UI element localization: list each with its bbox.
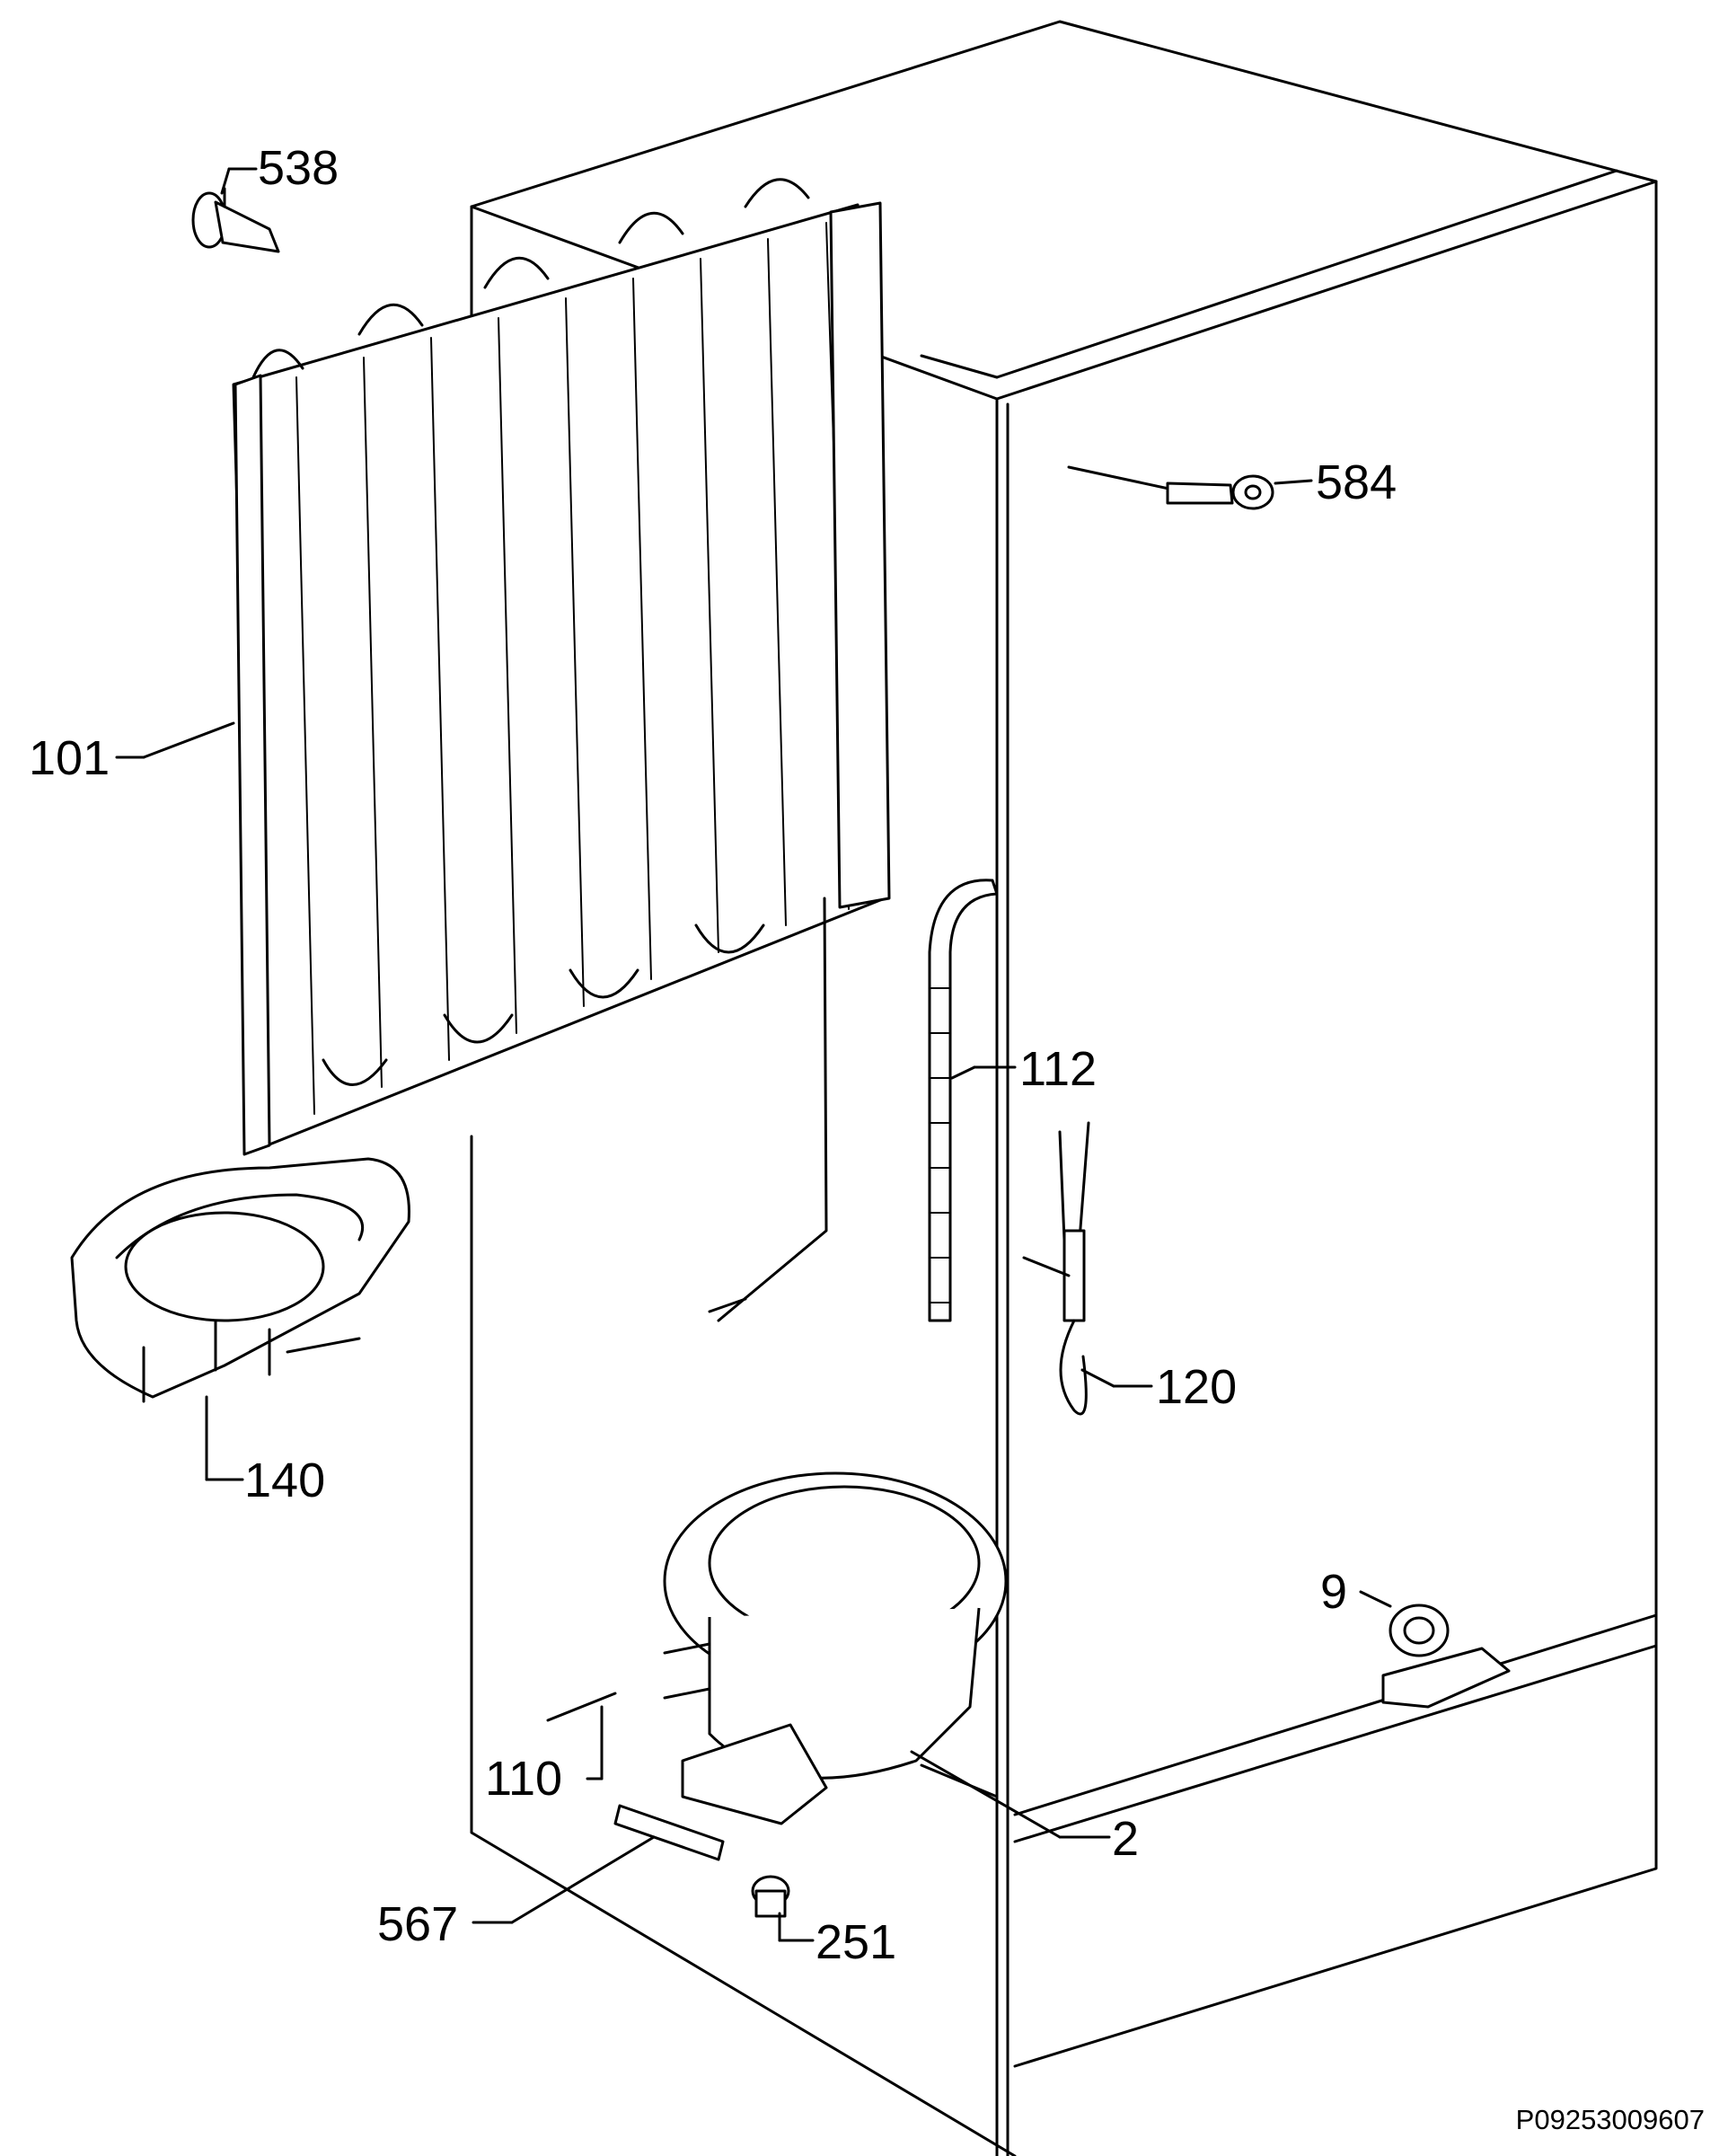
part-140-drip-tray xyxy=(70,1157,410,1403)
callout-101: 101 xyxy=(29,731,110,785)
hose-ribs xyxy=(929,987,951,1303)
part-112-drain-hose xyxy=(928,879,999,1322)
condenser-tube-loops-top xyxy=(251,178,810,379)
part-2-compressor xyxy=(663,1471,1008,1825)
callout-567: 567 xyxy=(377,1897,458,1951)
part-567-plate xyxy=(613,1804,725,1861)
part-584-sensor xyxy=(1067,465,1274,510)
callout-251: 251 xyxy=(816,1915,896,1969)
part-110-pipe-stub xyxy=(546,1692,617,1722)
callout-labels: 538 584 101 112 120 140 9 110 2 567 251 xyxy=(29,141,1397,1969)
callout-584: 584 xyxy=(1316,455,1397,509)
callout-110: 110 xyxy=(485,1752,562,1806)
callout-538: 538 xyxy=(258,141,339,195)
part-120-drier xyxy=(1022,1121,1090,1416)
leader-lines xyxy=(115,167,1392,1942)
callout-9: 9 xyxy=(1320,1565,1347,1619)
callout-2: 2 xyxy=(1112,1812,1139,1866)
callout-112: 112 xyxy=(1019,1042,1097,1096)
callout-120: 120 xyxy=(1156,1360,1237,1414)
condenser xyxy=(232,178,891,1322)
callout-140: 140 xyxy=(244,1454,325,1507)
part-9-clamp xyxy=(1381,1604,1511,1709)
part-251-grommet xyxy=(751,1875,790,1918)
reference-code: P09253009607 xyxy=(1515,2104,1705,2135)
condenser-tube-loops-bottom xyxy=(322,923,765,1086)
part-538-clip xyxy=(191,187,280,253)
